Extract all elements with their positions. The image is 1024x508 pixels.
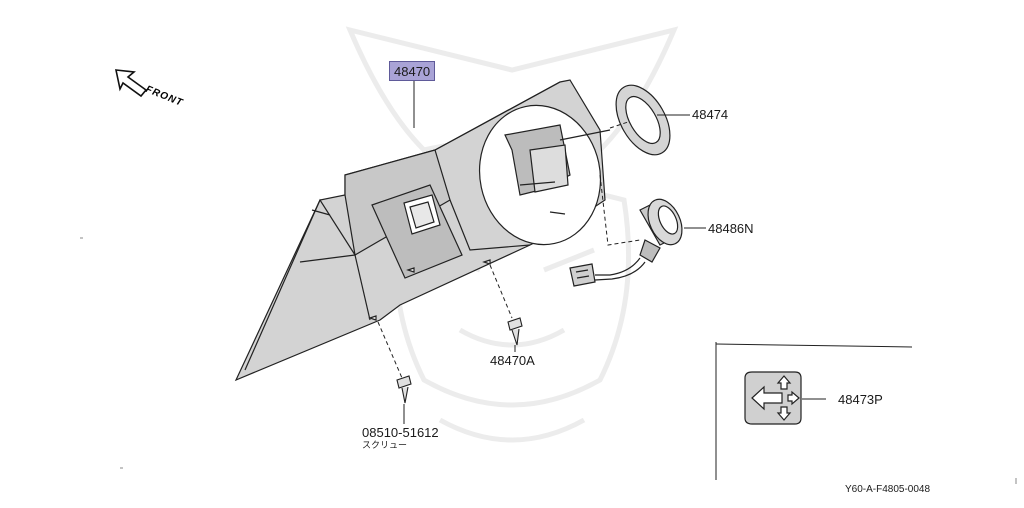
inset-frame — [715, 342, 913, 480]
clip-screw-shape — [507, 317, 523, 346]
part-number-08510-51612[interactable]: 08510-51612 — [362, 425, 439, 440]
leader-lines — [403, 80, 826, 424]
screw-caption: スクリュー — [362, 440, 408, 450]
lamp-socket-shape — [569, 198, 683, 287]
dashed-guide-lines — [377, 121, 641, 379]
part-number-48470a[interactable]: 48470A — [490, 353, 535, 368]
part-number-48470[interactable]: 48470 — [389, 61, 436, 81]
front-arrow-icon — [114, 69, 148, 98]
diagram-reference-code: Y60-A-F4805-0048 — [845, 484, 931, 495]
scan-specks — [80, 237, 1017, 484]
part-number-48473p[interactable]: 48473P — [838, 392, 883, 407]
instrument-panel-shape — [234, 79, 611, 382]
part-number-48474[interactable]: 48474 — [692, 107, 729, 122]
ring-gasket-shape — [615, 84, 671, 156]
screw-shape — [396, 375, 412, 404]
part-number-48486n[interactable]: 48486N — [708, 221, 754, 236]
mirror-switch-icon — [744, 371, 802, 425]
